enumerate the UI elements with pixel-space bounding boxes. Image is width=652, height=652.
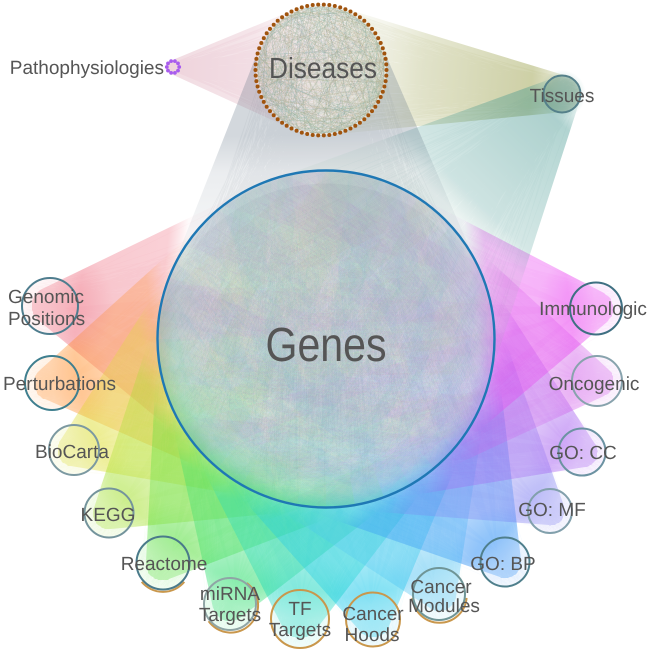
svg-text:KEGG: KEGG (81, 505, 136, 526)
svg-text:Hoods: Hoods (345, 625, 400, 646)
svg-text:Cancer: Cancer (410, 577, 472, 598)
svg-text:Immunologic: Immunologic (539, 299, 647, 320)
svg-text:Diseases: Diseases (269, 53, 377, 85)
svg-text:miRNA: miRNA (200, 584, 261, 605)
svg-text:GO: BP: GO: BP (470, 554, 535, 575)
svg-text:Targets: Targets (269, 620, 331, 641)
svg-text:Pathophysiologies: Pathophysiologies (10, 58, 164, 79)
svg-text:Perturbations: Perturbations (3, 374, 116, 395)
svg-text:Positions: Positions (8, 309, 85, 330)
svg-text:GO: MF: GO: MF (518, 500, 586, 521)
svg-text:Modules: Modules (408, 596, 480, 617)
svg-text:Genomic: Genomic (8, 287, 84, 308)
svg-text:BioCarta: BioCarta (35, 442, 109, 463)
svg-text:Targets: Targets (199, 605, 261, 626)
svg-text:Cancer: Cancer (342, 604, 404, 625)
svg-text:Reactome: Reactome (121, 554, 208, 575)
svg-text:GO: CC: GO: CC (549, 443, 617, 464)
svg-text:Oncogenic: Oncogenic (549, 374, 640, 395)
svg-text:TF: TF (288, 599, 311, 620)
svg-text:Tissues: Tissues (530, 86, 595, 107)
svg-text:Genes: Genes (266, 319, 387, 372)
